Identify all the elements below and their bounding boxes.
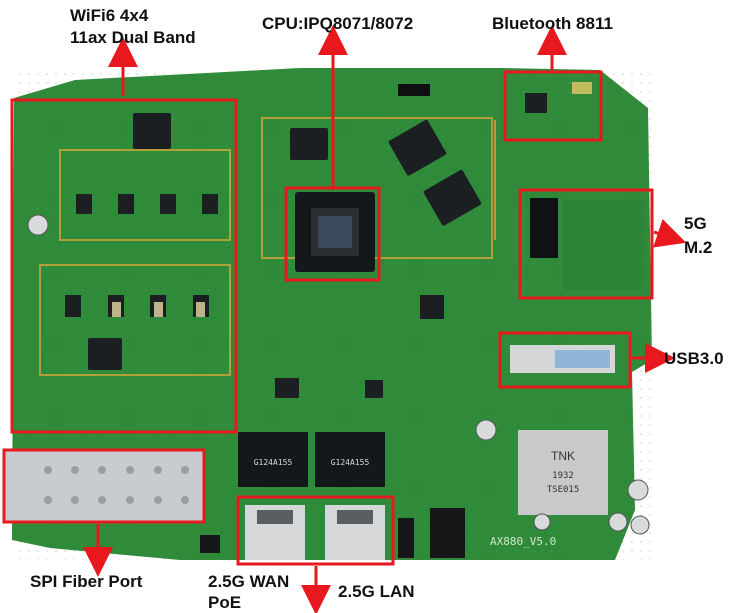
ethernet-transformers: G124A155 G124A155 [238,432,385,487]
sfp-cage [4,450,204,522]
highlight-boxes [2,70,654,566]
sfp-label: SPI Fiber Port [30,572,143,591]
cpu-label: CPU:IPQ8071/8072 [262,14,414,33]
ethernet-box [236,495,395,566]
bluetooth-box [503,70,603,142]
tnk-module [518,430,608,515]
m2-arrow [653,219,687,248]
wifi-label-line1: WiFi6 4x4 [70,6,149,25]
wan-label-line1: 2.5G WAN [208,572,290,591]
lan-label: 2.5G LAN [338,582,415,601]
transformer-left-text: G124A155 [254,458,293,467]
tnk-part: TSE015 [547,485,580,495]
m2-slot [530,198,558,258]
transformer-right-text: G124A155 [331,458,370,467]
m2-box [518,188,654,300]
bluetooth-label: Bluetooth 8811 [492,14,613,33]
board-version: AX880_V5.0 [490,535,556,548]
m2-label-line2: M.2 [684,238,713,257]
wifi-box [10,98,238,434]
wan-label-line2: PoE [208,593,242,612]
tnk-date: 1932 [552,471,574,481]
m2-label-line1: 5G [684,214,707,233]
wifi-label-line2: 11ax Dual Band [70,28,196,47]
sfp-box [2,448,206,524]
usb-box [498,331,632,389]
usb-label: USB3.0 [664,349,724,368]
tnk-brand: TNK [551,449,575,463]
